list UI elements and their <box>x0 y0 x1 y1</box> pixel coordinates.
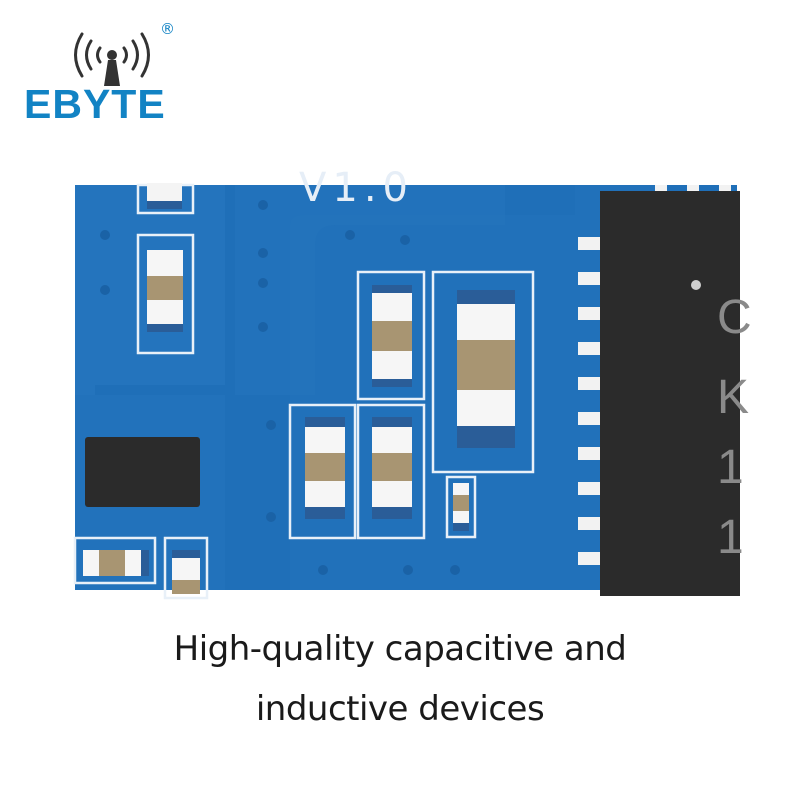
main-ic-chip <box>600 191 740 596</box>
smd-capacitor <box>305 417 345 519</box>
silkscreen-frame <box>431 270 535 474</box>
smd-inductor <box>372 285 412 387</box>
silkscreen-frame <box>288 403 357 540</box>
silkscreen-frame <box>163 536 209 600</box>
chip-pins <box>578 237 600 565</box>
pin1-marker <box>691 280 701 290</box>
smd-inductor-large <box>457 290 515 448</box>
brand-wordmark: EBYTE <box>24 81 166 127</box>
smd-capacitor <box>172 550 200 594</box>
silkscreen-version: V1.0 <box>299 165 414 211</box>
chip-mark-2: K <box>717 371 749 424</box>
silkscreen-frame <box>136 233 195 355</box>
smd-resistor-small <box>445 475 477 539</box>
ebyte-logo: ® EBYTE <box>0 0 220 140</box>
chip-mark-4: 1 <box>717 511 744 564</box>
pcb-closeup-image: V1.0 <box>73 165 752 600</box>
registered-mark: ® <box>160 20 175 38</box>
caption-line-2: inductive devices <box>255 689 545 729</box>
small-ic-chip <box>85 437 200 507</box>
smd-capacitor <box>83 550 149 576</box>
silkscreen-frame <box>356 403 426 540</box>
via-dots <box>100 200 460 575</box>
wireless-signal-icon <box>74 32 150 86</box>
caption-line-1: High-quality capacitive and <box>173 629 627 669</box>
chip-mark-3: 1 <box>717 441 744 494</box>
smd-capacitor <box>372 417 412 519</box>
smd-capacitor <box>147 183 182 209</box>
chip-top-pins <box>655 185 731 191</box>
silkscreen-frame <box>73 536 157 585</box>
smd-capacitor <box>147 250 183 332</box>
silkscreen-frame <box>356 270 426 401</box>
chip-mark-1: C <box>717 291 752 344</box>
